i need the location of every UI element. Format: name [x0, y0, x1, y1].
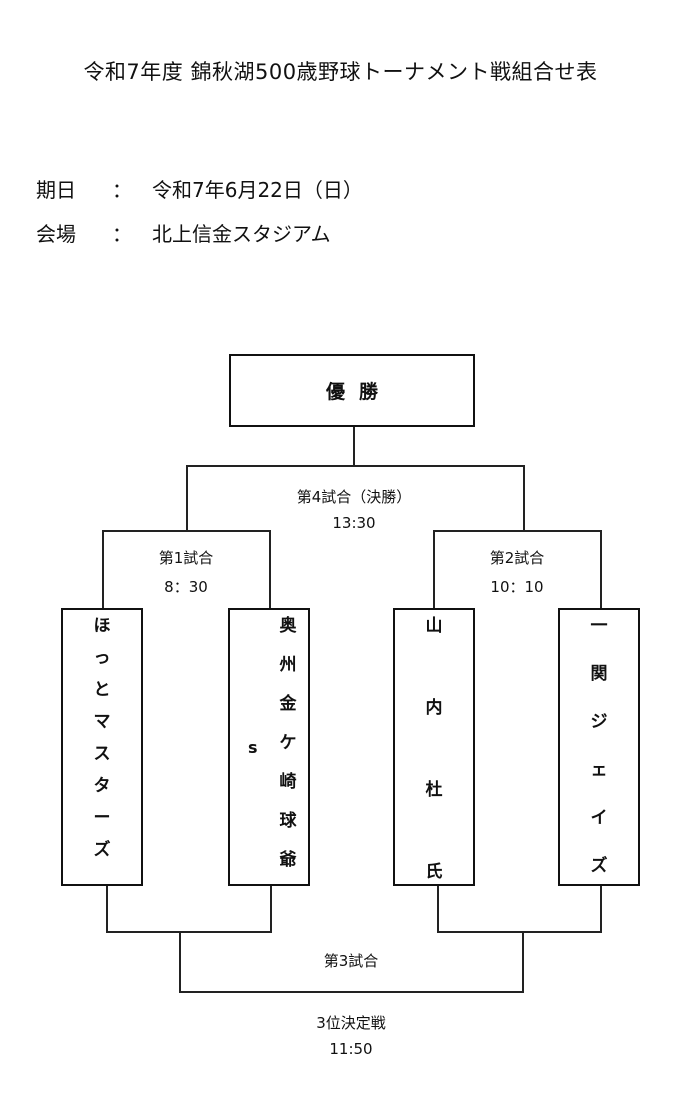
team-box-oshu-kanegasaki: 奥州金ケ崎球爺 s	[228, 608, 310, 886]
venue-colon: ：	[112, 222, 132, 246]
game1-label: 第1試合	[158, 549, 214, 567]
bracket-line-g3-bottom	[179, 991, 524, 993]
team-name-char: ズ	[590, 856, 608, 876]
bracket-line-g1-bar	[102, 530, 271, 532]
team-name-char: 一	[590, 616, 608, 636]
bracket-line-g1-right	[269, 530, 271, 609]
team-name-chars: ほっとマスターズ	[63, 616, 141, 860]
venue-label: 会場	[36, 222, 76, 246]
team-name-char: っ	[93, 648, 111, 668]
bracket-line-g3-left-bar	[106, 931, 272, 933]
champion-box: 優勝	[229, 354, 475, 427]
team-name-char: ェ	[590, 760, 608, 780]
venue-value: 北上信金スタジアム	[152, 222, 331, 246]
game4-time: 13:30	[332, 514, 376, 532]
team-name-char: ほ	[93, 616, 111, 636]
bracket-line-g3-left-drop	[179, 931, 181, 993]
game3-sub: 3位決定戦	[316, 1014, 386, 1032]
date-value: 令和7年6月22日（日）	[152, 178, 363, 202]
team-name-char: 杜	[425, 780, 443, 800]
team-name-char: 内	[425, 698, 443, 718]
bracket-line-final-bar	[186, 465, 525, 467]
bracket-line-g3-team2	[270, 885, 272, 932]
bracket-line-champion-stem	[353, 427, 355, 466]
game3-label: 第3試合	[323, 952, 379, 970]
team-name-char: 氏	[425, 862, 443, 882]
team-box-sannai-toji: 山内杜氏	[393, 608, 475, 886]
team-name-char: ズ	[93, 840, 111, 860]
bracket-line-g3-right-drop	[522, 931, 524, 993]
team-name-char: 崎	[279, 772, 297, 792]
date-colon: ：	[112, 178, 132, 202]
team-box-hot-masters: ほっとマスターズ	[61, 608, 143, 886]
bracket-line-final-left	[186, 465, 188, 531]
team-name-char: 爺	[279, 850, 297, 870]
bracket-line-g1-left	[102, 530, 104, 609]
team-name-char: 山	[425, 616, 443, 636]
bracket-line-final-right	[523, 465, 525, 531]
game2-label: 第2試合	[489, 549, 545, 567]
team-name-char: ジ	[590, 712, 608, 732]
team-name-chars: 奥州金ケ崎球爺	[268, 616, 308, 870]
game2-time: 10：10	[490, 578, 544, 596]
team-name-char: マ	[93, 712, 111, 732]
game1-time: 8：30	[164, 578, 208, 596]
team-side-note: s	[248, 738, 258, 757]
team-name-chars: 一関ジェイズ	[560, 616, 638, 876]
bracket-line-g3-team4	[600, 885, 602, 932]
team-name-char: と	[93, 680, 111, 700]
bracket-line-g2-left	[433, 530, 435, 609]
team-name-char: 州	[279, 655, 297, 675]
team-name-char: 関	[590, 664, 608, 684]
bracket-line-g2-right	[600, 530, 602, 609]
team-name-char: ス	[93, 744, 111, 764]
bracket-line-g3-right-bar	[437, 931, 602, 933]
team-name-chars: 山内杜氏	[395, 616, 473, 882]
game4-label: 第4試合（決勝）	[296, 488, 412, 506]
page-title: 令和7年度 錦秋湖500歳野球トーナメント戦組合せ表	[83, 60, 598, 84]
team-name-char: 金	[279, 694, 297, 714]
team-box-ichinoseki-jays: 一関ジェイズ	[558, 608, 640, 886]
team-name-char: イ	[590, 808, 608, 828]
team-name-char: 球	[279, 811, 297, 831]
date-label: 期日	[36, 178, 76, 202]
team-name-char: タ	[93, 776, 111, 796]
bracket-line-g3-team1	[106, 885, 108, 932]
team-name-char: 奥	[279, 616, 297, 636]
team-name-char: ー	[93, 808, 111, 828]
bracket-line-g2-bar	[433, 530, 602, 532]
bracket-line-g3-team3	[437, 885, 439, 932]
game3-time: 11:50	[329, 1040, 373, 1058]
team-name-char: ケ	[279, 733, 297, 753]
